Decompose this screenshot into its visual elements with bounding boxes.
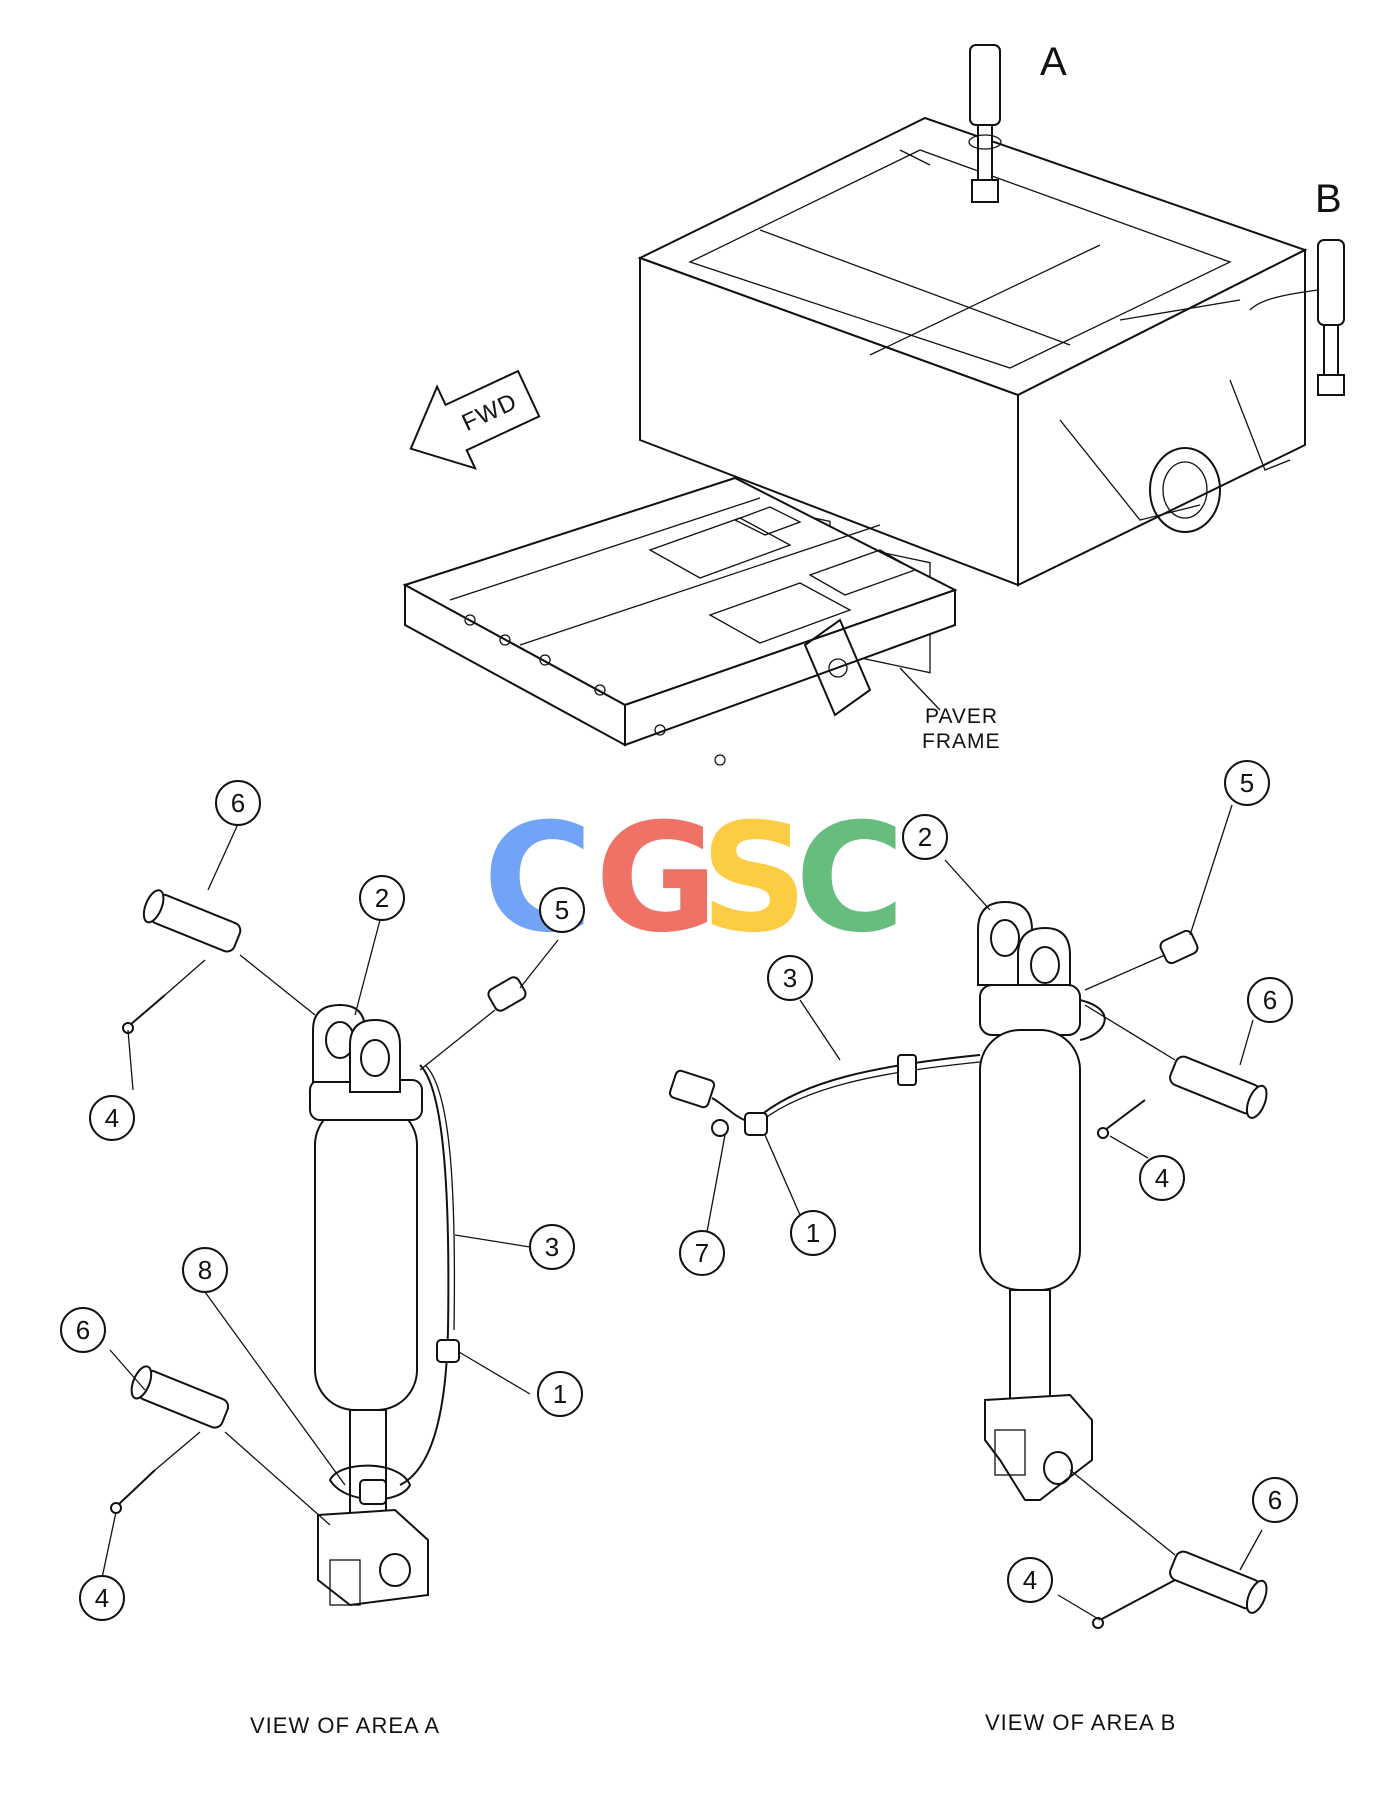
callout-b-5: 5: [1224, 760, 1270, 806]
clip-icon: [436, 1339, 460, 1363]
sensor-connector-icon: [1159, 929, 1199, 965]
svg-text:1: 1: [806, 1218, 820, 1248]
view-area-b: [668, 900, 1268, 1629]
watermark: C G S C: [483, 792, 905, 966]
callout-a-3: 3: [529, 1224, 575, 1270]
callout-a-6-top: 6: [215, 780, 261, 826]
svg-text:4: 4: [1023, 1565, 1037, 1595]
cotter-pin-icon: [122, 994, 166, 1034]
area-b-label: B: [1315, 177, 1342, 221]
leaders-area-a: [101, 823, 559, 1579]
callout-b-6-top: 6: [1247, 977, 1293, 1023]
cotter-pin-icon: [110, 1469, 156, 1514]
view-area-a: [110, 889, 527, 1607]
sensor-connector-icon: [668, 1069, 716, 1109]
callout-b-4-top: 4: [1139, 1155, 1185, 1201]
cylinder-area-b-top: [1249, 239, 1345, 396]
watermark-letter-3: S: [700, 792, 808, 966]
callout-b-6-bottom: 6: [1252, 1477, 1298, 1523]
view-label-area-a: VIEW OF AREA A: [250, 1713, 440, 1738]
callout-a-6-bottom: 6: [60, 1307, 106, 1353]
cylinder-area-a-top: [968, 44, 1002, 203]
watermark-letter-1: C: [483, 792, 593, 966]
svg-text:6: 6: [1263, 985, 1277, 1015]
callout-b-2: 2: [902, 814, 948, 860]
callouts: 6 2 5 4 3 8 1 6 4 5 2 3 6 4 1 7 6 4: [60, 760, 1298, 1621]
pin-icon: [130, 1365, 230, 1429]
svg-text:8: 8: [198, 1255, 212, 1285]
pin-icon: [1169, 1055, 1268, 1119]
callout-a-2: 2: [359, 875, 405, 921]
pin-icon: [142, 889, 242, 953]
svg-text:3: 3: [783, 963, 797, 993]
callout-b-7: 7: [679, 1230, 725, 1276]
svg-text:2: 2: [918, 822, 932, 852]
leaders-area-b: [706, 804, 1263, 1621]
view-label-area-b: VIEW OF AREA B: [985, 1710, 1176, 1735]
svg-text:3: 3: [545, 1232, 559, 1262]
svg-text:2: 2: [375, 883, 389, 913]
paver-frame: [402, 116, 1308, 766]
cotter-pin-icon: [1092, 1579, 1176, 1629]
svg-text:5: 5: [1240, 768, 1254, 798]
svg-text:4: 4: [105, 1103, 119, 1133]
callout-b-4-bottom: 4: [1007, 1557, 1053, 1603]
watermark-letter-4: C: [795, 792, 905, 966]
svg-text:6: 6: [231, 788, 245, 818]
sensor-connector-icon: [487, 976, 527, 1012]
callout-a-4-bottom: 4: [79, 1575, 125, 1621]
pin-icon: [1169, 1550, 1268, 1614]
area-a-label: A: [1040, 40, 1067, 84]
cotter-pin-icon: [1097, 1099, 1146, 1139]
svg-text:7: 7: [695, 1238, 709, 1268]
hydraulic-cylinder-icon: [977, 900, 1093, 1501]
callout-a-8: 8: [182, 1247, 228, 1293]
svg-text:4: 4: [95, 1583, 109, 1613]
svg-text:5: 5: [555, 895, 569, 925]
svg-text:6: 6: [76, 1315, 90, 1345]
watermark-letter-2: G: [595, 792, 718, 966]
svg-text:4: 4: [1155, 1163, 1169, 1193]
clip-icon: [897, 1054, 917, 1086]
callout-a-5: 5: [539, 887, 585, 933]
svg-text:6: 6: [1268, 1485, 1282, 1515]
callout-a-1: 1: [537, 1371, 583, 1417]
frame-label-line1: PAVER: [925, 705, 998, 728]
frame-label-line2: FRAME: [922, 730, 1001, 753]
callout-b-3: 3: [767, 955, 813, 1001]
callout-b-1: 1: [790, 1210, 836, 1256]
forward-arrow-icon: FWD: [409, 369, 541, 470]
svg-text:1: 1: [553, 1379, 567, 1409]
hydraulic-cylinder-icon: [309, 1003, 429, 1607]
callout-a-4-top: 4: [89, 1095, 135, 1141]
